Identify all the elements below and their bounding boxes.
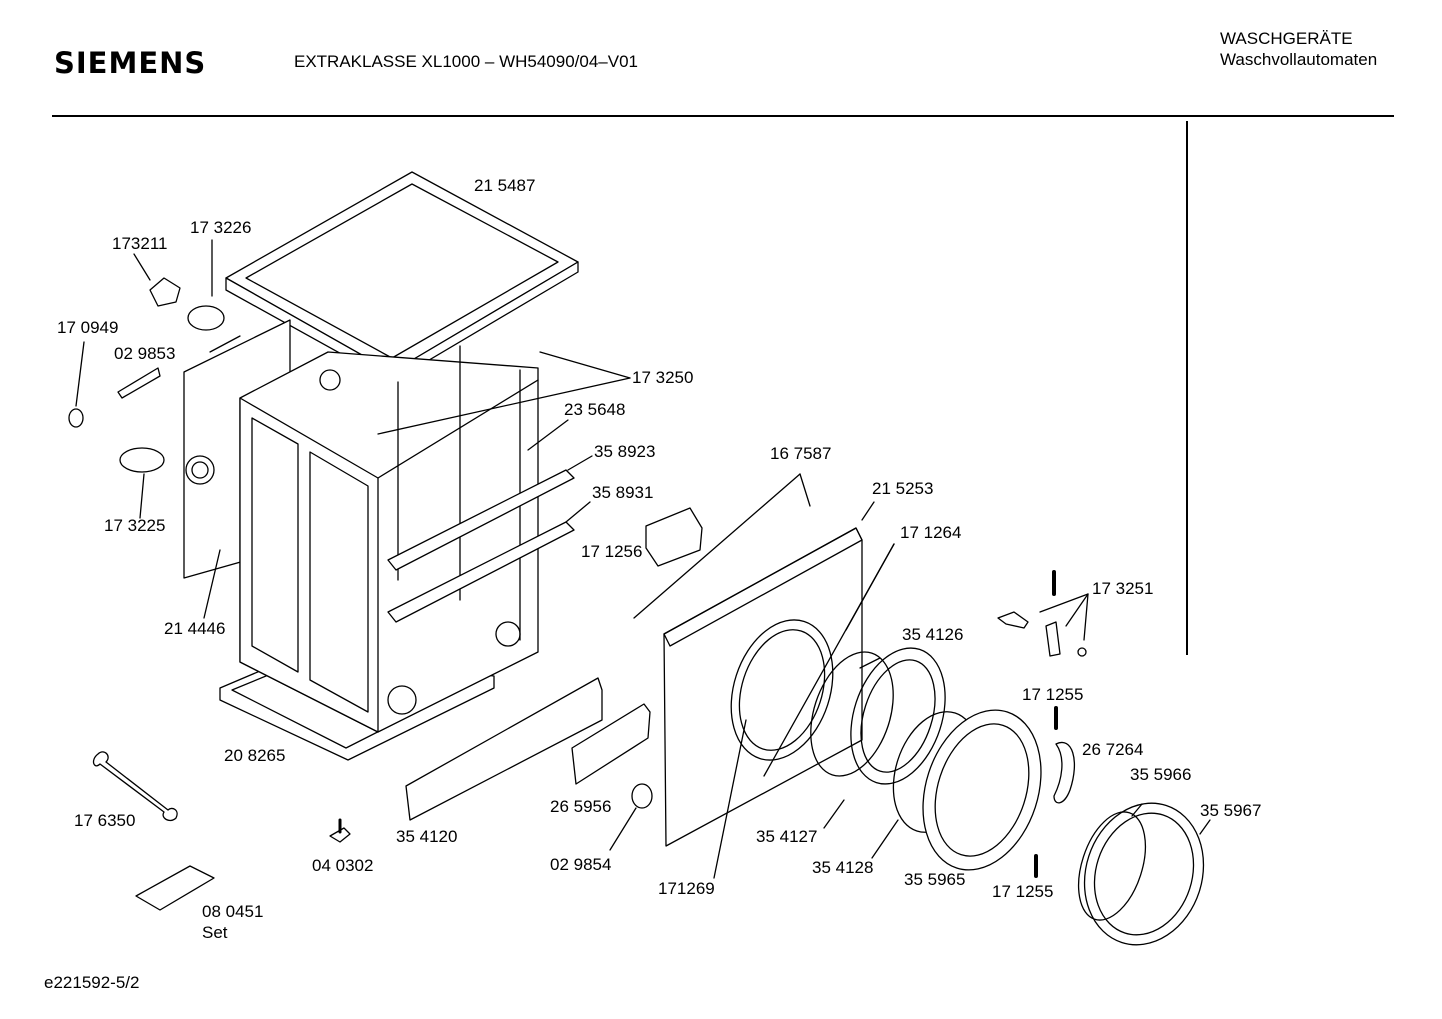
top-cover-part	[226, 172, 578, 382]
part-label-set: Set	[202, 923, 228, 942]
part-label-208265: 20 8265	[224, 746, 286, 765]
part-label-029853: 02 9853	[114, 344, 176, 363]
part-label-173226: 17 3226	[190, 218, 252, 237]
part-label-355965: 35 5965	[904, 870, 966, 889]
category-subtitle: Waschvollautomaten	[1220, 50, 1378, 69]
part-label-173251: 17 3251	[1092, 579, 1154, 598]
brand-logo: SIEMENS	[54, 46, 207, 80]
part-label-173211: 173211	[112, 234, 168, 253]
leader-lines	[76, 240, 1210, 878]
part-label-171269: 171269	[658, 879, 715, 898]
tools-parts	[94, 752, 350, 910]
part-label-358923: 35 8923	[594, 442, 656, 461]
support-rails-part	[388, 470, 574, 622]
part-label-354126: 35 4126	[902, 625, 964, 644]
model-title: EXTRAKLASSE XL1000 – WH54090/04–V01	[294, 52, 638, 71]
part-label-215487: 21 5487	[474, 176, 536, 195]
part-label-173225: 17 3225	[104, 516, 166, 535]
service-flap-parts	[406, 678, 652, 820]
part-label-354127: 35 4127	[756, 827, 818, 846]
part-label-176350: 17 6350	[74, 811, 136, 830]
part-label-080451: 08 0451	[202, 902, 264, 921]
small-parts-left	[69, 278, 224, 472]
part-label-265956: 26 5956	[550, 797, 612, 816]
header-rule	[52, 115, 1394, 117]
part-label-171255-upper: 17 1255	[1022, 685, 1084, 704]
hinge-parts	[998, 572, 1086, 876]
part-label-267264: 26 7264	[1082, 740, 1144, 759]
part-label-235648: 23 5648	[564, 400, 626, 419]
part-label-167587: 16 7587	[770, 444, 832, 463]
part-label-170949: 17 0949	[57, 318, 119, 337]
part-label-215253: 21 5253	[872, 479, 934, 498]
part-label-214446: 21 4446	[164, 619, 226, 638]
part-label-354128: 35 4128	[812, 858, 874, 877]
door-seal-parts	[796, 636, 1221, 961]
part-label-355967: 35 5967	[1200, 801, 1262, 820]
part-label-040302: 04 0302	[312, 856, 374, 875]
part-label-171255-lower: 17 1255	[992, 882, 1054, 901]
part-label-171256: 17 1256	[581, 542, 643, 561]
door-lock-part	[646, 508, 702, 566]
part-label-355966: 35 5966	[1130, 765, 1192, 784]
front-panel-part	[664, 528, 862, 846]
part-label-354120: 35 4120	[396, 827, 458, 846]
cabinet-body-part	[240, 346, 538, 732]
part-label-029854: 02 9854	[550, 855, 612, 874]
part-label-171264: 17 1264	[900, 523, 962, 542]
category-title: WASCHGERÄTE	[1220, 29, 1353, 48]
drawing-id: e221592-5/2	[44, 973, 140, 992]
margin-rule	[1186, 121, 1188, 655]
part-label-173250: 17 3250	[632, 368, 694, 387]
part-label-358931: 35 8931	[592, 483, 654, 502]
